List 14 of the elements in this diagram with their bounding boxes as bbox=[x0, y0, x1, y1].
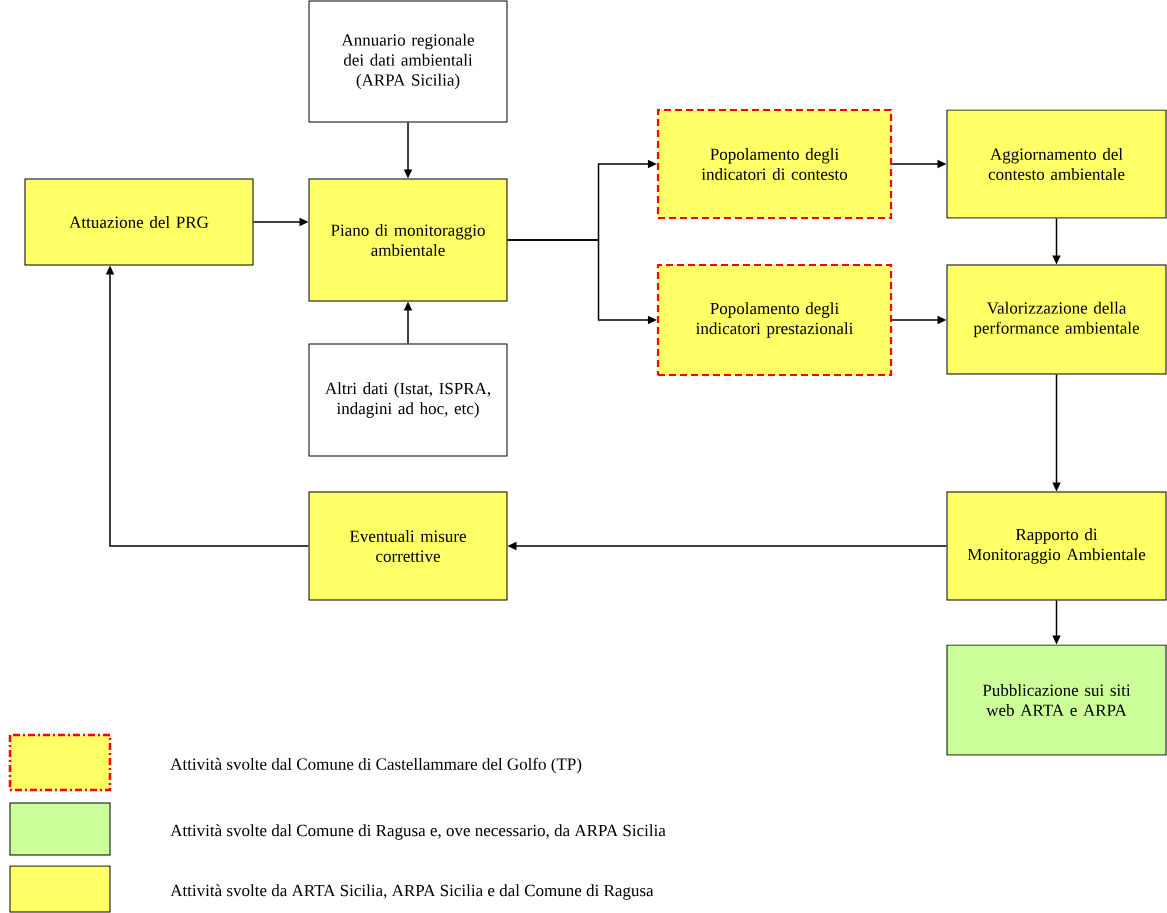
process-box: Popolamento degli indicatori di contesto bbox=[656, 108, 893, 220]
process-box: Attuazione del PRG bbox=[24, 178, 254, 266]
legend-text: Attività svolte dal Comune di Castellammare del Golfo (TP) bbox=[170, 757, 582, 774]
legend-text: Attività svolte da ARTA Sicilia, ARPA Sicilia e dal Comune di Ragusa bbox=[170, 884, 654, 900]
process-box: Piano di monitoraggio ambientale bbox=[308, 178, 508, 302]
process-box: Pubblicazione sui siti web ARTA e ARPA bbox=[946, 644, 1167, 756]
process-box: Eventuali misure correttive bbox=[308, 491, 508, 601]
legend-text: Attività svolte dal Comune di Ragusa e, ove necessario, da ARPA Sicilia bbox=[170, 824, 666, 840]
process-box: Aggiornamento del contesto ambientale bbox=[946, 109, 1167, 219]
process-box: Popolamento degli indicatori prestazionali bbox=[656, 263, 893, 377]
process-box: Rapporto di Monitoraggio Ambientale bbox=[946, 491, 1167, 601]
source-box: Annuario regionale dei dati ambientali (ARPA Sicilia) bbox=[308, 0, 508, 123]
process-box: Valorizzazione della performance ambientale bbox=[946, 264, 1167, 375]
source-box: Altri dati (Istat, ISPRA, indagini ad hoc, etc) bbox=[308, 343, 508, 457]
